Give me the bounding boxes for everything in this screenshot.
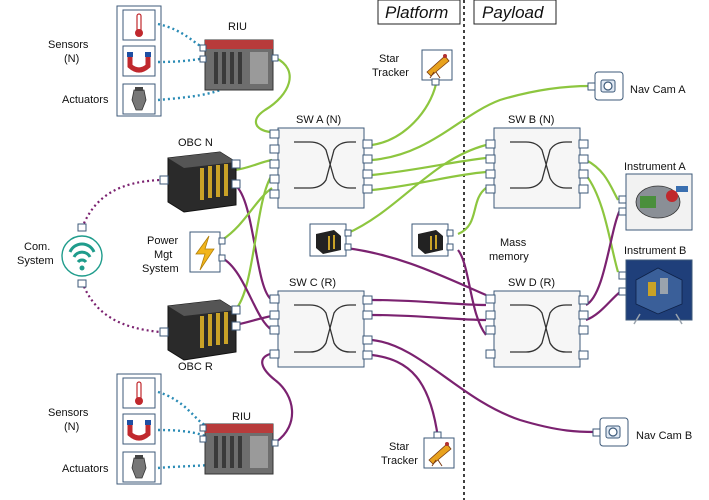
sensors-top-label-2: (N) <box>64 53 79 65</box>
sensors-bottom-label-2: (N) <box>64 421 79 433</box>
network-links <box>80 22 621 470</box>
switch-b <box>485 127 589 209</box>
platform-header: Platform <box>385 3 448 22</box>
platform-header-box <box>377 0 461 25</box>
actuators-bottom-label: Actuators <box>62 463 109 475</box>
sw-a-label: SW A (N) <box>296 114 341 126</box>
sensor-group-top <box>116 5 162 117</box>
link-com-obcr <box>80 281 161 334</box>
nav-cam-a-label: Nav Cam A <box>630 84 686 96</box>
link-swa-swb <box>371 156 487 177</box>
link-riu-top-swa <box>254 57 291 134</box>
sensors-top-label: Sensors <box>48 39 89 51</box>
mass-memory-label: Mass <box>500 237 527 249</box>
link-actuator-riu-top <box>157 88 221 102</box>
obc-n-label: OBC N <box>178 137 213 149</box>
link-swc-swd-2 <box>371 313 487 322</box>
link-sensor-riu-top-2 <box>157 56 206 64</box>
riu-top-label: RIU <box>228 21 247 33</box>
link-swb-mm2 <box>457 187 487 236</box>
link-obcr-swa <box>234 174 273 311</box>
sensor-group-bottom <box>116 373 162 485</box>
instrument-b <box>618 259 693 325</box>
sensor-group-bottom-frame <box>116 373 162 485</box>
star-tracker-top-label: Star <box>379 53 400 65</box>
link-swa-swb-2 <box>371 170 487 192</box>
wireless-icon <box>61 223 103 288</box>
instrument-b-label: Instrument B <box>624 245 686 257</box>
nav-cam-b-label: Nav Cam B <box>636 430 692 442</box>
star-tracker-bottom-label-2: Tracker <box>381 455 418 467</box>
power-label-2: Mgt <box>154 249 172 261</box>
link-swb-insta <box>585 159 619 201</box>
link-sensor-riu-bottom-1 <box>157 390 206 427</box>
riu-top <box>199 39 279 91</box>
link-mm2-swd <box>457 249 487 336</box>
obc-r-label: OBC R <box>178 361 213 373</box>
instrument-a-label: Instrument A <box>624 161 686 173</box>
telescope-icon <box>421 49 453 86</box>
link-sensor-riu-top-1 <box>157 22 206 50</box>
mass-memory-unit-1 <box>309 223 352 257</box>
star-tracker-bottom-label: Star <box>389 441 410 453</box>
mass-memory-unit-2 <box>411 223 454 257</box>
switch-d <box>485 290 589 368</box>
instrument-a <box>618 173 693 231</box>
sw-d-label: SW D (R) <box>508 277 555 289</box>
link-swc-star-bottom <box>371 353 440 439</box>
mass-memory-label-2: memory <box>489 251 529 263</box>
riu-bottom <box>199 423 279 475</box>
link-com-obcn <box>80 178 161 229</box>
link-swc-swd <box>371 298 487 307</box>
payload-header: Payload <box>482 3 544 22</box>
switch-c <box>269 290 373 368</box>
payload-header-box <box>473 0 557 25</box>
star-tracker-top-label-2: Tracker <box>372 67 409 79</box>
obc-r <box>159 299 241 361</box>
com-label-2: System <box>17 255 54 267</box>
link-obcn-swc <box>234 184 273 301</box>
camera-icon <box>592 417 629 447</box>
link-swd-instb <box>585 291 621 322</box>
lightning-icon <box>189 231 226 273</box>
link-swa-star-top <box>371 83 438 147</box>
link-obcn-swa <box>234 158 273 172</box>
sw-c-label: SW C (R) <box>289 277 336 289</box>
com-label: Com. <box>24 241 50 253</box>
link-swd-insta <box>585 209 621 306</box>
sensors-bottom-label: Sensors <box>48 407 89 419</box>
sw-b-label: SW B (N) <box>508 114 554 126</box>
riu-bottom-label: RIU <box>232 411 251 423</box>
actuators-top-label: Actuators <box>62 94 109 106</box>
link-riu-bottom-swc <box>261 352 294 443</box>
sensor-group-top-frame <box>116 5 162 117</box>
link-power-swa <box>221 187 273 241</box>
power-label: Power <box>147 235 179 247</box>
link-swb-instb <box>585 174 620 273</box>
link-swc-navcamb <box>371 338 596 434</box>
telescope-icon <box>423 431 455 469</box>
link-swa-navcama <box>371 84 591 162</box>
link-swb-mm1 <box>345 143 487 236</box>
camera-icon <box>587 71 624 101</box>
power-label-3: System <box>142 263 179 275</box>
switch-a <box>269 127 373 209</box>
link-sensor-riu-bottom-2 <box>157 428 206 438</box>
link-power-swc <box>221 257 273 331</box>
obc-n <box>159 151 241 213</box>
